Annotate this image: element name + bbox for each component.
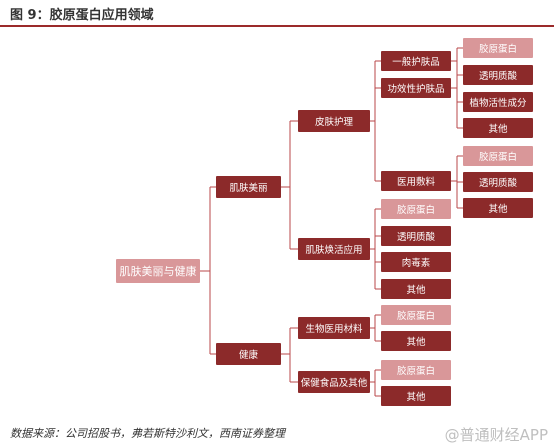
leaf-collagen: 胶原蛋白 (381, 360, 451, 380)
node-rejuvenation: 肌肤焕活应用 (298, 238, 370, 260)
leaf-hyaluronic-acid: 透明质酸 (463, 172, 533, 192)
node-skin-beauty: 肌肤美丽 (216, 176, 281, 198)
leaf-other: 其他 (381, 279, 451, 299)
node-health-food: 保健食品及其他 (298, 371, 370, 393)
figure-title: 图 9：胶原蛋白应用领域 (10, 8, 154, 23)
leaf-collagen: 胶原蛋白 (381, 199, 451, 219)
node-skin-care: 皮肤护理 (298, 110, 370, 132)
watermark: @普通财经APP (444, 426, 548, 444)
node-functional-skincare: 功效性护肤品 (381, 78, 451, 98)
leaf-other: 其他 (463, 198, 533, 218)
node-medical-dressing: 医用敷料 (381, 171, 451, 191)
node-biomedical-material: 生物医用材料 (298, 317, 370, 339)
leaf-other: 其他 (463, 118, 533, 138)
leaf-collagen: 胶原蛋白 (463, 146, 533, 166)
leaf-hyaluronic-acid: 透明质酸 (381, 226, 451, 246)
leaf-collagen: 胶原蛋白 (463, 38, 533, 58)
leaf-botulinum-toxin: 肉毒素 (381, 252, 451, 272)
source-note: 数据来源：公司招股书，弗若斯特沙利文，西南证券整理 (10, 427, 285, 440)
leaf-botanical-actives: 植物活性成分 (463, 92, 533, 112)
node-general-skincare: 一般护肤品 (381, 51, 451, 71)
leaf-collagen: 胶原蛋白 (381, 305, 451, 325)
root-node: 肌肤美丽与健康 (116, 259, 200, 283)
node-health: 健康 (216, 343, 281, 365)
leaf-other: 其他 (381, 331, 451, 351)
title-rule (0, 25, 554, 27)
leaf-other: 其他 (381, 386, 451, 406)
leaf-hyaluronic-acid: 透明质酸 (463, 65, 533, 85)
